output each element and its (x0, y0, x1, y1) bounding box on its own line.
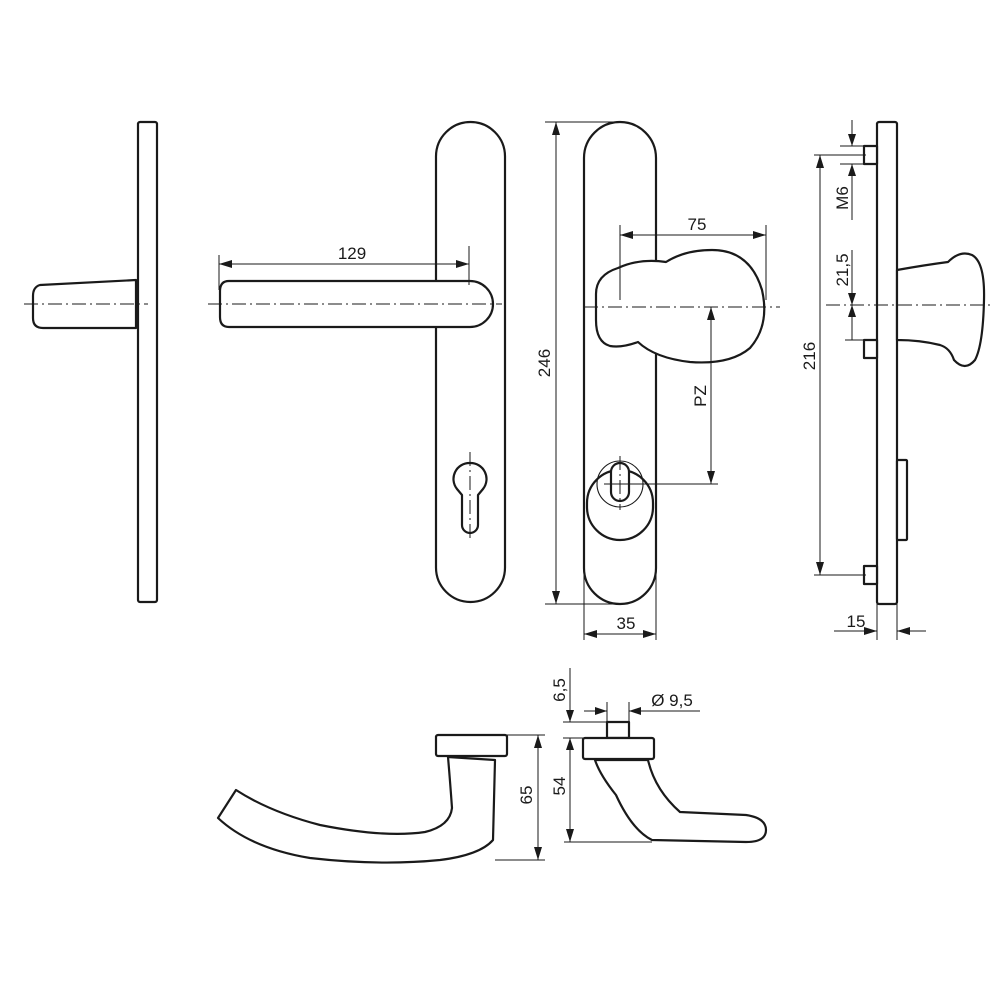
dim-knob-width: 75 (688, 215, 707, 234)
dim-knob-projection: 54 (550, 777, 569, 796)
lever-side-view (24, 120, 159, 604)
dim-plate-width: 35 (617, 614, 636, 633)
dimension-lines (218, 120, 926, 861)
dim-pz: PZ (691, 385, 710, 407)
dim-lever-projection: 65 (517, 786, 536, 805)
dim-plate-thickness: 15 (847, 612, 866, 631)
dim-thread: M6 (833, 186, 852, 210)
lever-front-view (208, 120, 507, 604)
dim-plate-height: 246 (535, 349, 554, 377)
dim-lever-length: 129 (338, 244, 366, 263)
knob-top-view (581, 720, 768, 844)
dim-knob-offset: 21,5 (833, 253, 852, 286)
dim-stud-diameter: Ø 9,5 (651, 691, 693, 710)
knob-front-view (582, 120, 780, 606)
dim-screw-spacing: 216 (800, 342, 819, 370)
dim-stud-height: 6,5 (550, 678, 569, 702)
lever-top-view (216, 733, 509, 864)
knob-side-view (826, 120, 990, 606)
